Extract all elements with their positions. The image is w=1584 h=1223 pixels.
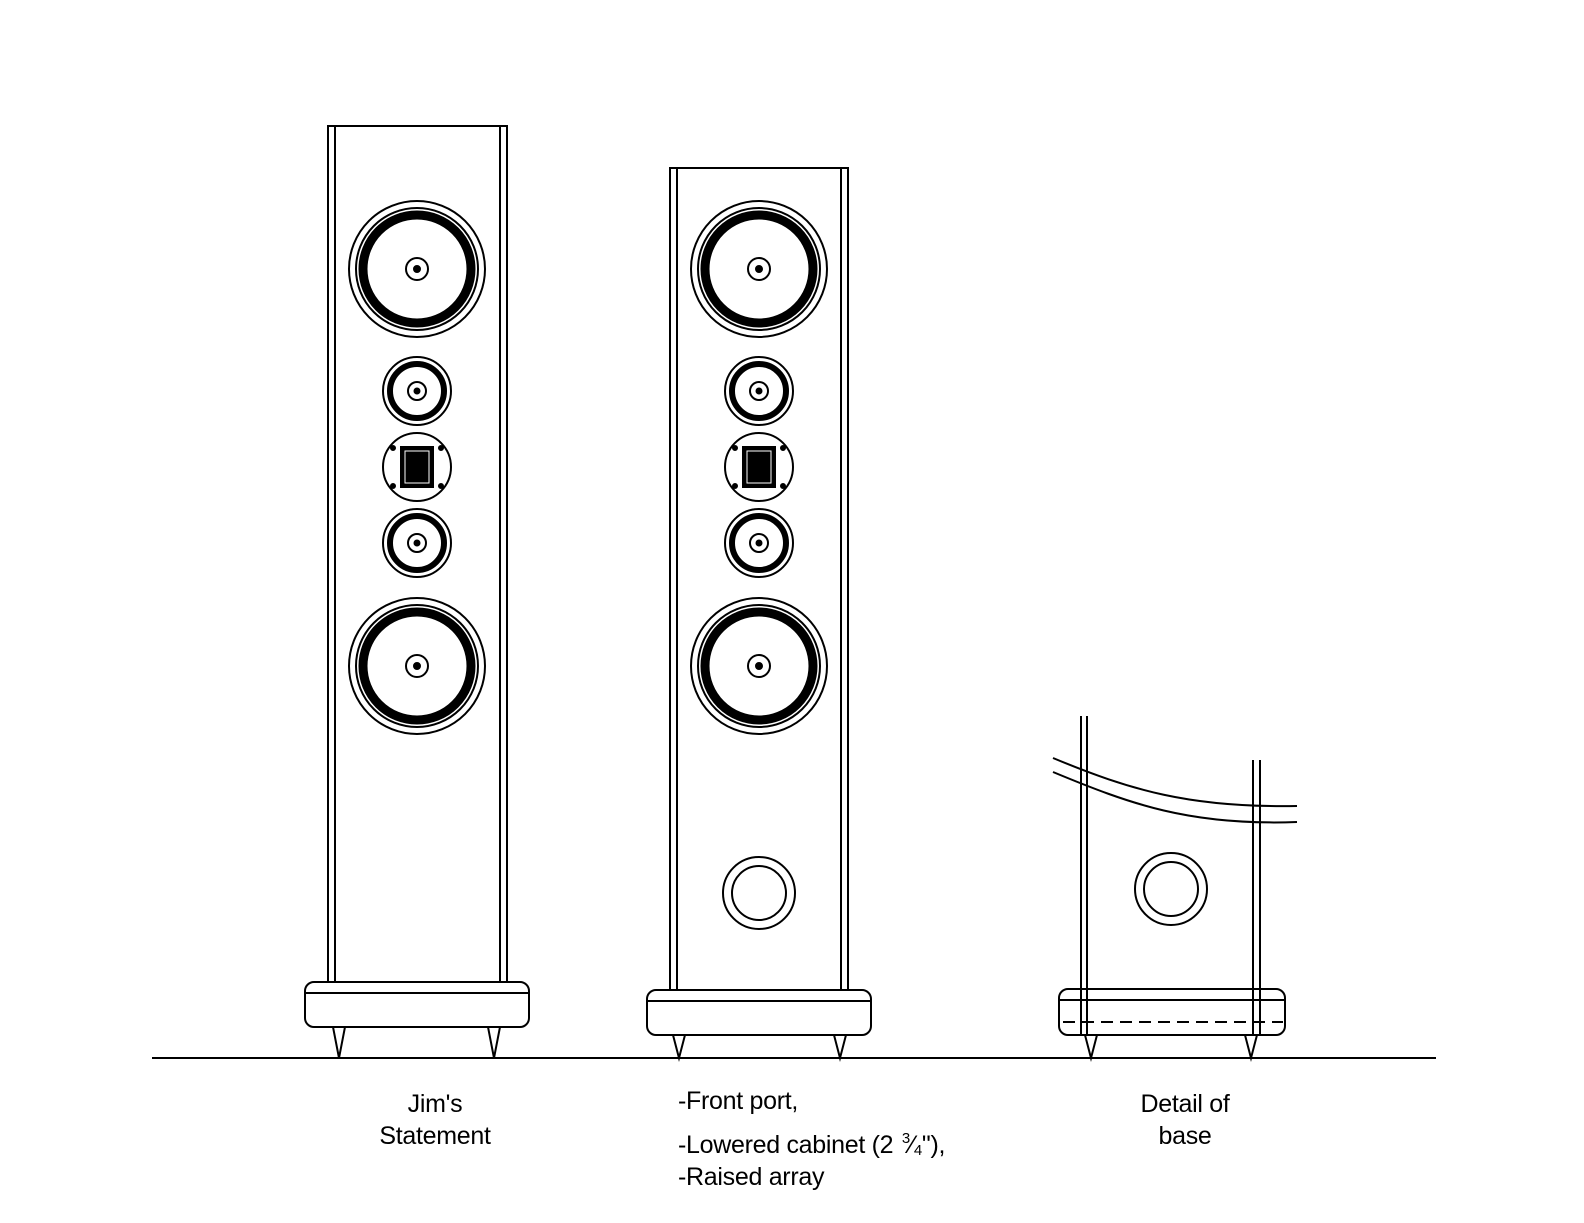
tweeter-2 (724, 432, 794, 502)
midrange-lower-2 (724, 508, 794, 578)
caption-front-port: -Front port, -Lowered cabinet (2 3⁄4"), … (678, 1085, 1018, 1193)
woofer-bottom-2 (690, 597, 828, 735)
speaker-jims-statement (304, 125, 530, 1059)
tweeter-1 (382, 432, 452, 502)
woofer-bottom-1 (348, 597, 486, 735)
base-2 (646, 989, 872, 1062)
caption-2-line-2-suffix: "), (921, 1131, 946, 1159)
midrange-lower-1 (382, 508, 452, 578)
caption-1-line-1: Jim's (407, 1090, 463, 1118)
caption-2-line-2: -Lowered cabinet (2 3⁄4"), (678, 1123, 1018, 1167)
caption-jims-statement: Jim's Statement (350, 1088, 520, 1152)
base-3 (1058, 988, 1286, 1062)
caption-1-line-2: Statement (379, 1122, 491, 1150)
caption-2-line-1: -Front port, (678, 1087, 799, 1115)
caption-3-line-2: base (1158, 1122, 1212, 1150)
cabinet-1 (327, 125, 508, 983)
speaker-base-detail (1052, 716, 1298, 1062)
base-1 (304, 981, 530, 1059)
break-line (1052, 757, 1298, 808)
caption-3-line-1: Detail of (1140, 1090, 1230, 1118)
front-port-2 (722, 856, 796, 930)
woofer-top-2 (690, 200, 828, 338)
caption-2-line-3: -Raised array (678, 1163, 825, 1191)
woofer-top-1 (348, 200, 486, 338)
midrange-upper-1 (382, 356, 452, 426)
midrange-upper-2 (724, 356, 794, 426)
speaker-front-port (646, 167, 872, 1062)
fraction-numerator: 3 (901, 1130, 910, 1147)
fraction-denominator: 4 (913, 1142, 922, 1159)
fraction: 3⁄4 (901, 1130, 922, 1159)
caption-detail-of-base: Detail of base (1110, 1088, 1260, 1152)
front-port-3 (1134, 852, 1208, 926)
caption-2-line-2-prefix: -Lowered cabinet (2 (678, 1131, 900, 1159)
